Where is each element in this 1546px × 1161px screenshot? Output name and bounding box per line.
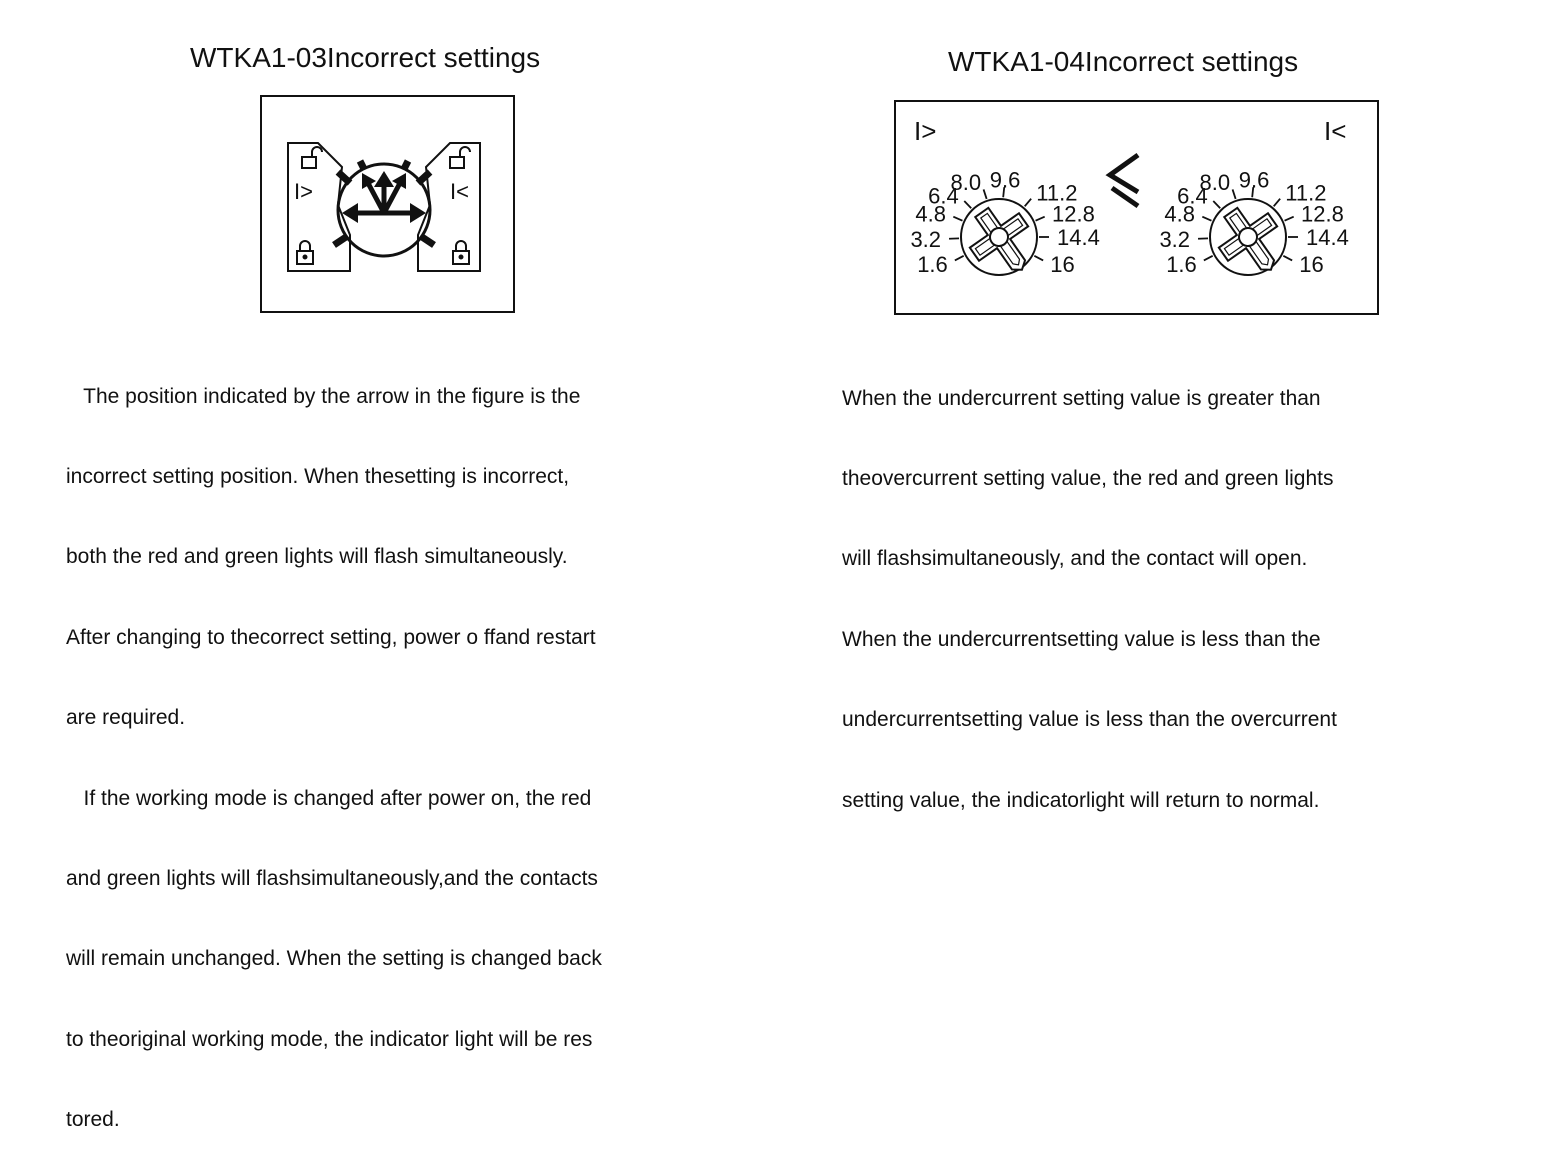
dial-tick: [1274, 199, 1280, 207]
dial-tick: [1034, 256, 1043, 261]
dial-tick: [953, 217, 962, 221]
dial-scale-label: 12.8: [1301, 201, 1344, 226]
dial-scale-label: 9.6: [990, 167, 1021, 192]
left-title: WTKA1-03Incorrect settings: [190, 42, 540, 74]
dial-knob: [1206, 195, 1295, 287]
dial-scale-label: 8.0: [950, 170, 981, 195]
unlocked-padlock-icon: [302, 147, 322, 168]
dial-scale-label: 1.6: [917, 252, 948, 277]
text-line: If the working mode is changed after pow…: [66, 786, 602, 813]
dial-scale-label: 9.6: [1239, 167, 1270, 192]
dial-tick: [1204, 256, 1213, 261]
dial-scale-label: 16: [1299, 252, 1323, 277]
dial-scale-label: 3.2: [910, 227, 941, 252]
overcurrent-label: I>: [914, 116, 936, 146]
dial-tick: [1213, 201, 1220, 208]
dial-scale-label: 12.8: [1052, 201, 1095, 226]
text-line: setting value, the indicatorlight will r…: [842, 788, 1337, 815]
unlocked-padlock-icon: [450, 147, 470, 168]
text-line: to theoriginal working mode, the indicat…: [66, 1027, 602, 1054]
text-line: incorrect setting position. When thesett…: [66, 464, 602, 491]
locked-padlock-icon: [453, 241, 469, 264]
text-line: When the undercurrentsetting value is le…: [842, 627, 1337, 654]
dial-tick: [1202, 217, 1211, 221]
text-line: tored.: [66, 1107, 602, 1134]
dial-scale-label: 14.4: [1057, 225, 1100, 250]
dial-scale-label: 16: [1050, 252, 1074, 277]
overcurrent-label: I>: [294, 179, 313, 204]
text-line: The position indicated by the arrow in t…: [66, 384, 602, 411]
dial-tick: [1285, 217, 1294, 221]
dial-scale-label: 1.6: [1166, 252, 1197, 277]
text-line: are required.: [66, 705, 602, 732]
right-title: WTKA1-04Incorrect settings: [948, 46, 1298, 78]
dial-scale-label: 8.0: [1199, 170, 1230, 195]
dial-tick: [1283, 256, 1292, 261]
text-line: will flashsimultaneously, and the contac…: [842, 546, 1337, 573]
left-paragraph: The position indicated by the arrow in t…: [66, 330, 602, 1161]
text-line: undercurrentsetting value is less than t…: [842, 707, 1337, 734]
dial-knob: [957, 195, 1046, 287]
undercurrent-label: I<: [1324, 116, 1346, 146]
undercurrent-label: I<: [450, 179, 469, 204]
less-than-or-equal-icon: [1110, 155, 1138, 206]
text-line: After changing to thecorrect setting, po…: [66, 625, 602, 652]
right-paragraph: When the undercurrent setting value is g…: [842, 332, 1337, 841]
dial-scale-label: 3.2: [1159, 227, 1190, 252]
dial-tick: [1025, 199, 1031, 207]
text-line: theovercurrent setting value, the red an…: [842, 466, 1337, 493]
locked-padlock-icon: [297, 241, 313, 264]
dial-tick: [984, 189, 987, 199]
text-line: When the undercurrent setting value is g…: [842, 386, 1337, 413]
dial-tick: [1233, 189, 1236, 199]
text-line: will remain unchanged. When the setting …: [66, 946, 602, 973]
dial-tick: [955, 256, 964, 261]
text-line: both the red and green lights will flash…: [66, 544, 602, 571]
dial-tick: [1036, 217, 1045, 221]
text-line: and green lights will flashsimultaneousl…: [66, 866, 602, 893]
wtka1-03-figure: I> I<: [260, 95, 516, 313]
dial-scale-label: 14.4: [1306, 225, 1349, 250]
dial-tick: [964, 201, 971, 208]
